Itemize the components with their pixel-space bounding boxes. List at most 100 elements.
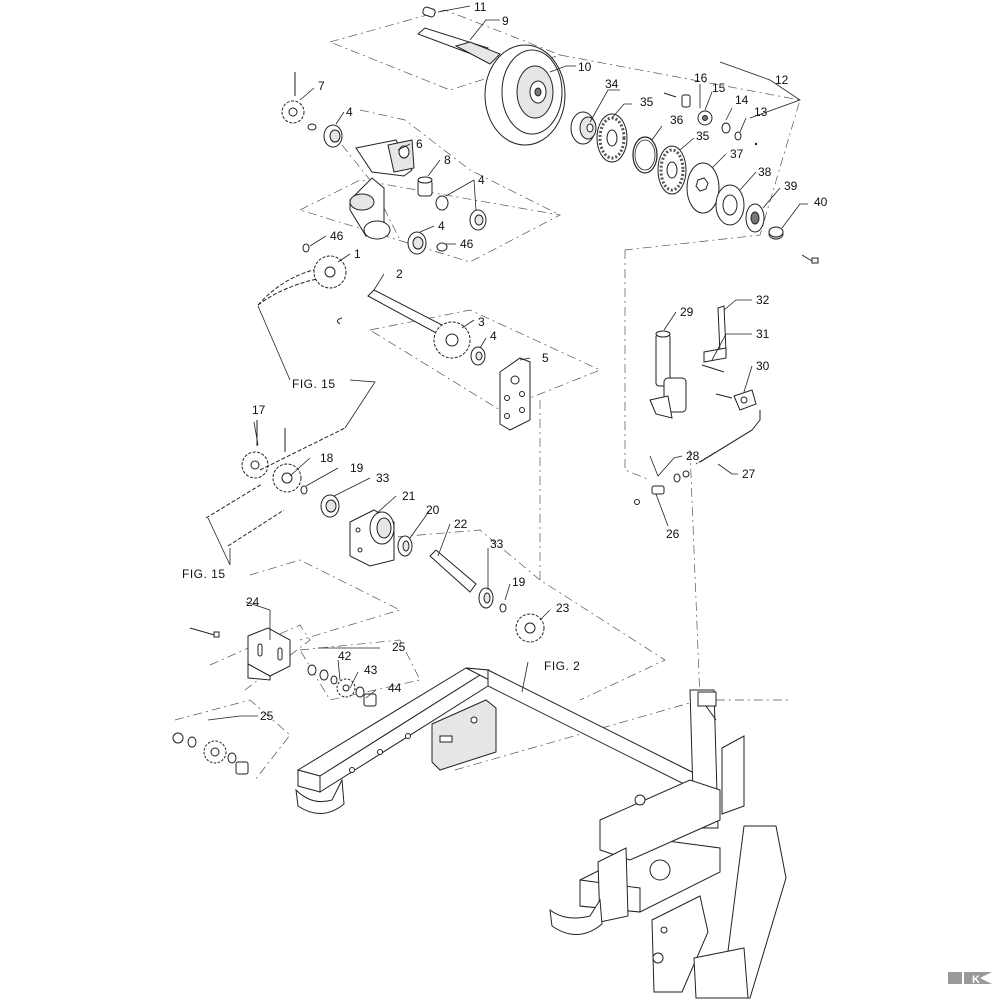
bracket-24 <box>189 627 291 681</box>
callout-29: 29 <box>680 305 694 319</box>
sprocket-7 <box>281 72 317 131</box>
callout-4b: 4 <box>478 173 485 187</box>
callout-8: 8 <box>444 153 451 167</box>
callout-3: 3 <box>478 315 485 329</box>
clip-26 <box>634 485 665 505</box>
cylinder-29 <box>649 330 687 419</box>
callout-32: 32 <box>756 293 770 307</box>
callout-19b: 19 <box>512 575 526 589</box>
main-frame <box>295 667 787 999</box>
callout-46b: 46 <box>460 237 474 251</box>
logo-letter: K <box>972 974 980 986</box>
plate-5 <box>499 357 531 431</box>
callout-38: 38 <box>758 165 772 179</box>
shaft-2 <box>336 289 445 335</box>
callout-31: 31 <box>756 327 770 341</box>
bushing-8 <box>417 176 433 197</box>
nut-39 <box>745 203 765 233</box>
sprocket-17 <box>241 420 269 479</box>
callout-43: 43 <box>364 663 378 677</box>
callout-12: 12 <box>775 73 789 87</box>
bearing-33a <box>320 494 340 518</box>
fig-ref-15-upper: FIG. 15 <box>292 377 336 391</box>
callout-18: 18 <box>320 451 334 465</box>
chain-middle <box>205 427 346 547</box>
callout-35a: 35 <box>640 95 654 109</box>
link-31 <box>701 364 725 373</box>
callout-9: 9 <box>502 14 509 28</box>
fittings-28 <box>673 470 690 483</box>
bearing-4a <box>323 124 343 148</box>
callout-39: 39 <box>784 179 798 193</box>
corner-logo: K <box>948 972 992 986</box>
callout-28: 28 <box>686 449 700 463</box>
sprocket-3 <box>433 321 471 359</box>
hub-34 <box>570 111 597 145</box>
small-parts-12-group <box>663 92 758 146</box>
shaft-9 <box>417 27 501 65</box>
figure-references: FIG. 15 FIG. 15 FIG. 2 <box>182 377 580 673</box>
callout-13: 13 <box>754 105 768 119</box>
shaft-22 <box>429 549 477 593</box>
bearing-33b <box>478 587 494 609</box>
callout-labels: 11 9 10 12 34 35 16 15 14 13 36 35 37 38… <box>246 0 828 723</box>
bearing-20 <box>397 535 413 557</box>
callout-25a: 25 <box>392 640 406 654</box>
sprocket-23 <box>515 613 545 643</box>
callout-4c: 4 <box>438 219 445 233</box>
bearing-4c <box>407 231 427 255</box>
callout-10: 10 <box>578 60 592 74</box>
callout-27: 27 <box>742 467 756 481</box>
washer-46 <box>436 242 448 252</box>
callout-25b: 25 <box>260 709 274 723</box>
callout-42: 42 <box>338 649 352 663</box>
callout-7: 7 <box>318 79 325 93</box>
arm-6 <box>349 139 415 240</box>
callout-1: 1 <box>354 247 361 261</box>
callout-21: 21 <box>402 489 416 503</box>
callout-34: 34 <box>605 77 619 91</box>
washer-19b <box>499 603 507 613</box>
callout-23: 23 <box>556 601 570 615</box>
sprocket-1 <box>302 243 347 289</box>
callout-17: 17 <box>252 403 266 417</box>
spring-washer-38 <box>715 184 745 226</box>
callout-4d: 4 <box>490 329 497 343</box>
callout-33b: 33 <box>490 537 504 551</box>
callout-19a: 19 <box>350 461 364 475</box>
callout-14: 14 <box>735 93 749 107</box>
ring-36 <box>632 136 658 174</box>
callout-46a: 46 <box>330 229 344 243</box>
callout-16: 16 <box>694 71 708 85</box>
callout-5: 5 <box>542 351 549 365</box>
brake-disc-35a <box>596 113 628 163</box>
callout-26: 26 <box>666 527 680 541</box>
brake-disc-35b <box>657 145 687 195</box>
callout-22: 22 <box>454 517 468 531</box>
callout-33a: 33 <box>376 471 390 485</box>
sprocket-18 <box>272 428 302 493</box>
plate-37 <box>686 162 720 214</box>
bolt-small <box>801 254 819 264</box>
bearing-4b <box>435 195 487 231</box>
cap-40 <box>768 226 784 240</box>
callout-15: 15 <box>712 81 726 95</box>
leader-lines <box>207 5 808 721</box>
chain-upper <box>257 267 323 306</box>
idler-group-25-upper <box>307 664 377 707</box>
wheel-10 <box>484 44 566 146</box>
lever-30 <box>715 389 757 411</box>
washer-19a <box>300 485 308 495</box>
bearing-4d <box>470 346 486 366</box>
callout-44: 44 <box>388 681 402 695</box>
callout-6: 6 <box>416 137 423 151</box>
idler-group-25-lower <box>172 732 249 775</box>
callout-35b: 35 <box>696 129 710 143</box>
callout-2: 2 <box>396 267 403 281</box>
callout-36: 36 <box>670 113 684 127</box>
callout-4a: 4 <box>346 105 353 119</box>
fig-ref-15-lower: FIG. 15 <box>182 567 226 581</box>
housing-21 <box>349 509 395 567</box>
